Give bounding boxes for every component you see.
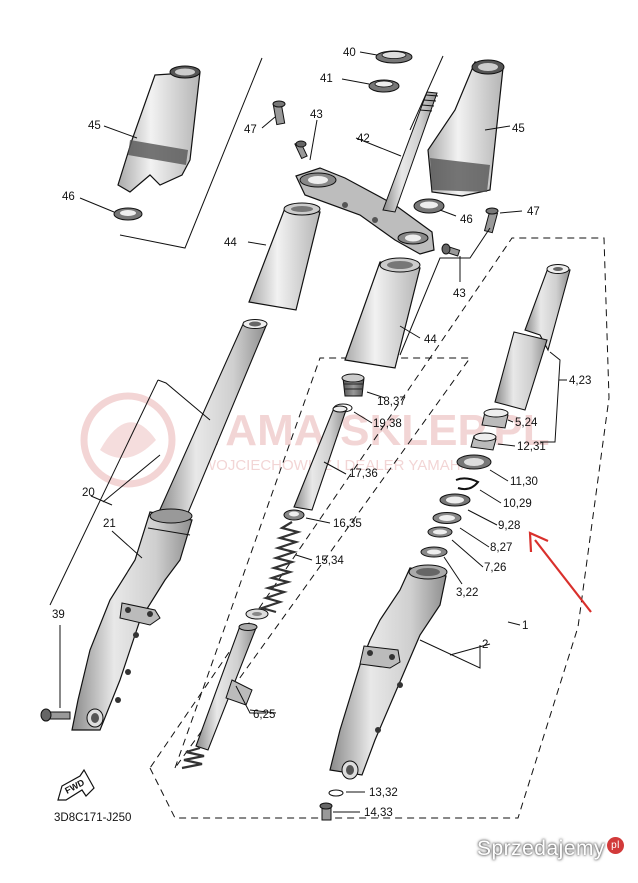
label-39: 39 <box>52 609 65 621</box>
part-11-dust-seal <box>456 454 492 470</box>
label-8-27: 8,27 <box>490 542 512 554</box>
label-2: 2 <box>482 639 488 651</box>
label-46-right: 46 <box>460 214 473 226</box>
part-46-right-washer <box>413 198 445 214</box>
part-39-bolt <box>40 708 71 722</box>
label-41: 41 <box>320 73 333 85</box>
watermark-logo-icon <box>80 392 176 488</box>
label-44-right: 44 <box>424 334 437 346</box>
part-rebound-spring <box>181 746 205 770</box>
label-47-left: 47 <box>244 124 257 136</box>
part-44-left-tube <box>248 202 321 311</box>
part-17-spacer <box>293 405 348 511</box>
part-18-cap-bolt <box>341 373 365 397</box>
part-14-bolt <box>319 802 333 821</box>
part-5-bush <box>481 408 509 429</box>
part-8-washer <box>432 512 462 524</box>
part-16-washer <box>283 509 305 521</box>
part-13-washer <box>328 789 344 797</box>
label-7-26: 7,26 <box>484 562 506 574</box>
part-43-left-bolt <box>294 140 308 160</box>
outer-tube-assembly-boundary <box>149 237 610 819</box>
label-10-29: 10,29 <box>503 498 532 510</box>
label-1: 1 <box>522 620 528 632</box>
part-21-outer-tube <box>71 508 193 731</box>
part-42-steering-stem <box>382 91 439 213</box>
part-44-right-tube <box>344 257 421 369</box>
label-46-left: 46 <box>62 191 75 203</box>
label-6-25: 6,25 <box>253 709 275 721</box>
label-12-31: 12,31 <box>517 441 546 453</box>
label-15-34: 15,34 <box>315 555 344 567</box>
label-16-35: 16,35 <box>333 518 362 530</box>
brand-badge: pl <box>607 837 624 854</box>
label-44-left: 44 <box>224 237 237 249</box>
part-10-clip <box>455 477 480 491</box>
diagram-code: 3D8C171-J250 <box>54 812 131 824</box>
label-19-38: 19,38 <box>373 418 402 430</box>
label-45-right: 45 <box>512 123 525 135</box>
part-2-outer-tube <box>329 564 448 780</box>
label-43-bottom: 43 <box>453 288 466 300</box>
highlight-arrow-icon <box>528 531 592 613</box>
part-40-seal <box>375 50 413 64</box>
label-13-32: 13,32 <box>369 787 398 799</box>
label-21: 21 <box>103 518 116 530</box>
label-43-top: 43 <box>310 109 323 121</box>
part-7-bush <box>427 526 453 538</box>
part-3-seal <box>420 546 448 558</box>
part-15-spring <box>258 521 302 614</box>
label-14-33: 14,33 <box>364 807 393 819</box>
label-18-37: 18,37 <box>377 396 406 408</box>
label-4-23: 4,23 <box>569 375 591 387</box>
label-42: 42 <box>357 133 370 145</box>
watermark-sub: WOJCIECHOWICZ I DEALER YAMAHA <box>202 457 471 474</box>
part-45-right-cover <box>427 59 505 197</box>
label-11-30: 11,30 <box>510 476 538 488</box>
part-43-right-bolt <box>441 243 461 257</box>
label-17-36: 17,36 <box>349 468 378 480</box>
label-20: 20 <box>82 487 95 499</box>
part-47-right-bolt <box>483 207 499 234</box>
part-47-left-bolt <box>272 100 286 126</box>
part-46-left-washer <box>113 207 143 221</box>
fwd-arrow-icon: FWD <box>57 768 95 801</box>
part-41-bearing <box>368 79 400 93</box>
part-45-left-cover <box>117 65 201 193</box>
label-40: 40 <box>343 47 356 59</box>
label-47-right: 47 <box>527 206 540 218</box>
part-9-oil-seal <box>439 493 471 507</box>
brand-name: Sprzedajemy <box>476 837 605 860</box>
part-triple-clamp <box>295 167 435 255</box>
label-9-28: 9,28 <box>498 520 520 532</box>
label-5-24: 5,24 <box>515 417 538 429</box>
part-4-inner-tube <box>494 264 571 411</box>
label-3-22: 3,22 <box>456 587 478 599</box>
label-45-left: 45 <box>88 120 101 132</box>
part-12-bush <box>470 432 497 451</box>
